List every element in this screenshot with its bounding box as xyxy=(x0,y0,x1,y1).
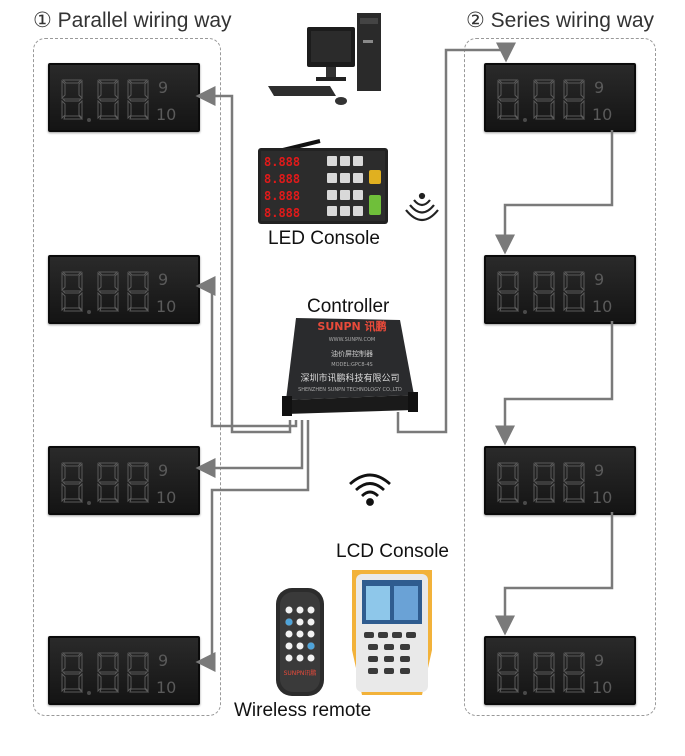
series-group-border xyxy=(464,38,656,716)
svg-text:8.888: 8.888 xyxy=(264,155,300,169)
controller-brand: SUNPN 讯鹏 xyxy=(317,319,386,333)
series-section-title: ② Series wiring way xyxy=(466,9,655,32)
wifi-icon-lower xyxy=(349,473,391,506)
controller-device: SUNPN 讯鹏 WWW.SUNPN.COM 油价屏控制器 MODEL:GPC8… xyxy=(282,318,418,416)
computer-icon xyxy=(268,13,381,105)
parallel-group-border xyxy=(33,38,221,716)
wireless-remote-device: SUNPN讯鹏 xyxy=(276,588,324,696)
svg-text:MODEL:GPC8-4S: MODEL:GPC8-4S xyxy=(331,362,372,368)
wireless-remote-label: Wireless remote xyxy=(234,700,372,721)
svg-text:8.888: 8.888 xyxy=(264,172,300,186)
controller-label: Controller xyxy=(307,296,390,317)
lcd-console-label: LCD Console xyxy=(336,541,449,562)
remote-brand: SUNPN讯鹏 xyxy=(284,669,317,677)
wifi-icon xyxy=(405,192,439,222)
parallel-wires xyxy=(195,86,310,672)
svg-text:深圳市讯鹏科技有限公司: 深圳市讯鹏科技有限公司 xyxy=(300,372,399,384)
led-console-device: 8.888 8.888 8.888 8.888 xyxy=(258,139,388,224)
svg-text:油价屏控制器: 油价屏控制器 xyxy=(331,349,373,358)
svg-text:8.888: 8.888 xyxy=(264,189,300,203)
svg-text:8.888: 8.888 xyxy=(264,206,300,220)
svg-text:SHENZHEN SUNPN TECHNOLOGY CO.,: SHENZHEN SUNPN TECHNOLOGY CO.,LTD xyxy=(298,387,402,393)
led-console-label: LED Console xyxy=(268,228,380,249)
lcd-console-device xyxy=(352,570,432,695)
svg-text:WWW.SUNPN.COM: WWW.SUNPN.COM xyxy=(329,337,376,343)
parallel-section-title: ① Parallel wiring way xyxy=(33,9,232,32)
series-wires xyxy=(396,42,614,636)
